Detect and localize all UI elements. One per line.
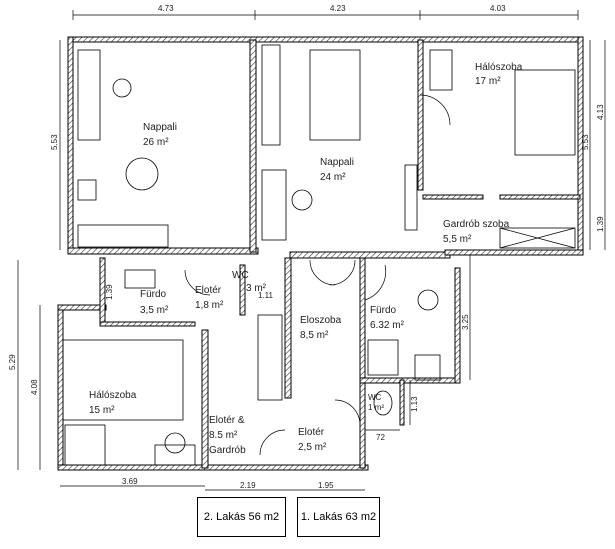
room-name: Fürdo <box>370 305 397 316</box>
dimension-label: 4.03 <box>490 4 506 13</box>
walls <box>57 36 584 471</box>
dimension-label: 1.13 <box>410 396 419 412</box>
dimension-label: 1.11 <box>258 291 274 300</box>
dimension-lines <box>17 10 606 491</box>
room-name: Nappali <box>320 157 354 168</box>
dimension-label: 5.53 <box>581 134 590 150</box>
dimension-label: 3.25 <box>461 314 470 330</box>
room-area: 8.5 m² <box>209 430 238 441</box>
dimension-label: 3.69 <box>122 477 138 486</box>
room-name: Nappali <box>143 122 177 133</box>
dimension-label: 1.39 <box>105 284 114 300</box>
room-name: Hálószoba <box>89 390 137 401</box>
room-area: 1,8 m² <box>195 300 224 311</box>
room-name: Fürdo <box>140 289 167 300</box>
dimension-label: 4.08 <box>30 379 39 395</box>
room-area: 3 m² <box>246 283 267 294</box>
dimension-label: 1.39 <box>596 216 605 232</box>
room-area: 1 m² <box>368 403 384 412</box>
room-name: Elotér <box>195 285 222 296</box>
room-area: 8,5 m² <box>300 330 329 341</box>
furniture <box>62 44 576 466</box>
dimension-label: 5.29 <box>8 354 17 370</box>
room-name: Elotér & <box>209 415 245 426</box>
room-area: 24 m² <box>320 172 346 183</box>
room-name: Hálószoba <box>475 62 523 73</box>
dimension-label: 2.19 <box>240 481 256 490</box>
room-area: 2,5 m² <box>298 442 327 453</box>
dimension-label: 4.13 <box>596 104 605 120</box>
dimension-label: 72 <box>376 433 385 442</box>
room-area: 5,5 m² <box>443 234 472 245</box>
doors <box>184 94 451 456</box>
apartment-label-1: 1. Lakás 63 m2 <box>297 497 380 537</box>
room-area: 17 m² <box>475 76 501 87</box>
apartment-label-2: 2. Lakás 56 m2 <box>197 497 286 537</box>
room-name: WC <box>368 393 382 402</box>
room-name: Eloszoba <box>300 315 342 326</box>
room-area: 3,5 m² <box>140 305 169 316</box>
dimension-label: 4.73 <box>158 4 174 13</box>
dimension-label: 4.23 <box>330 4 346 13</box>
room-area: 15 m² <box>89 405 115 416</box>
room-name: WC <box>232 270 249 281</box>
room-name: Elotér <box>298 427 325 438</box>
room-name: Gardrób szoba <box>443 219 510 230</box>
dimension-label: 1.95 <box>318 481 334 490</box>
room-area: 26 m² <box>143 137 169 148</box>
room-area: 6.32 m² <box>370 320 405 331</box>
dimension-label: 5.53 <box>50 134 59 150</box>
room-name-extra: Gardrób <box>209 445 246 456</box>
